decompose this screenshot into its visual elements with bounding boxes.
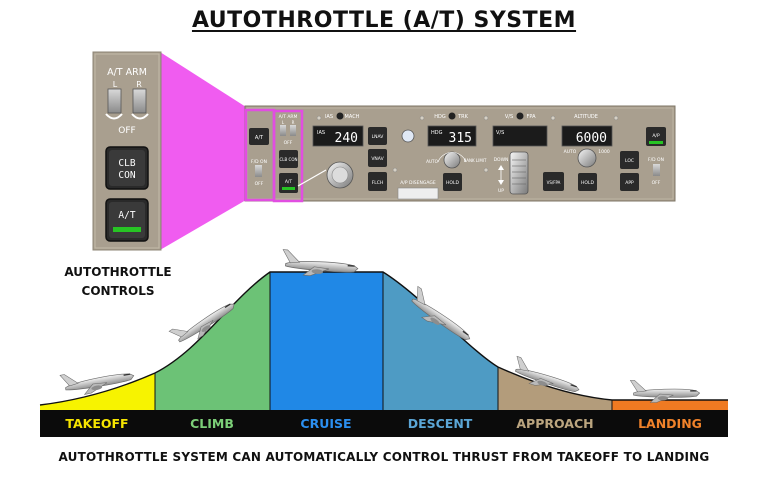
svg-text:F/D ON: F/D ON (251, 159, 267, 165)
phase-area-descent (383, 272, 498, 410)
vs-thumbwheel[interactable] (509, 151, 529, 195)
svg-text:APP: APP (625, 180, 634, 186)
vs-fpa-selector[interactable] (516, 112, 524, 120)
phase-label-landing: LANDING (638, 416, 702, 431)
flch-button[interactable] (368, 172, 387, 191)
mcp-at-arm-switch-right[interactable] (290, 125, 296, 136)
svg-text:A/P DISENGAGE: A/P DISENGAGE (400, 180, 436, 186)
zoom-at-engaged-light (113, 227, 141, 232)
at-controls-highlight (272, 109, 304, 203)
alt-hold-button[interactable] (578, 173, 597, 191)
vnav-button[interactable] (368, 149, 387, 167)
zoom-right-label: R (136, 80, 142, 89)
svg-text:LOC: LOC (625, 158, 634, 164)
svg-text:FPA: FPA (527, 114, 537, 120)
svg-text:1000: 1000 (598, 149, 610, 155)
ias-mach-selector[interactable] (336, 112, 344, 120)
flight-profile: TAKEOFF CLIMB CRUISE DESCENT APPROACH LANDING (39, 248, 728, 437)
svg-text:IAS: IAS (325, 114, 333, 120)
svg-text:AUTO: AUTO (426, 159, 438, 164)
svg-text:A/T: A/T (255, 135, 264, 141)
svg-text:TRK: TRK (457, 114, 469, 120)
altitude-value: 6000 (576, 131, 607, 146)
svg-text:V/S: V/S (505, 114, 513, 120)
svg-text:LNAV: LNAV (372, 134, 385, 140)
svg-text:AUTO: AUTO (564, 149, 577, 155)
svg-text:BANK LIMIT: BANK LIMIT (464, 158, 487, 163)
mcp-left-fd-switch[interactable] (255, 165, 262, 177)
svg-text:OFF: OFF (255, 181, 264, 187)
mcp-left-at-button[interactable] (249, 128, 269, 145)
mcp-at-arm-switch-left[interactable] (280, 125, 286, 136)
hdg-hold-button[interactable] (443, 173, 462, 191)
footer-caption: AUTOTHROTTLE SYSTEM CAN AUTOMATICALLY CO… (58, 450, 710, 464)
zoom-left-label: L (113, 80, 118, 89)
svg-text:ALTITUDE: ALTITUDE (574, 114, 598, 120)
svg-text:DOWN: DOWN (494, 157, 509, 163)
phase-label-descent: DESCENT (408, 416, 473, 431)
zoom-con-label: CON (118, 170, 135, 181)
zoom-at-arm-label: A/T ARM (107, 67, 147, 78)
zoom-off-label: OFF (118, 126, 135, 136)
ias-value: 240 (335, 131, 358, 146)
svg-text:A/P: A/P (652, 133, 660, 139)
phase-label-approach: APPROACH (516, 416, 593, 431)
svg-text:VS/FPA: VS/FPA (547, 180, 561, 185)
zoom-at-arm-switch-left[interactable] (107, 88, 122, 114)
phase-label-takeoff: TAKEOFF (65, 416, 128, 431)
svg-text:OFF: OFF (652, 180, 661, 186)
phase-area-climb (155, 272, 270, 410)
svg-text:OFF: OFF (284, 140, 293, 146)
phase-label-bar (40, 410, 728, 437)
svg-text:R: R (292, 120, 295, 125)
hdg-value: 315 (449, 131, 472, 146)
zoomed-at-panel: A/T ARM L R OFF CLB CON A/T (92, 51, 162, 251)
autothrottle-controls-caption: AUTOTHROTTLE CONTROLS (64, 265, 172, 298)
svg-text:L: L (282, 120, 285, 125)
phase-label-climb: CLIMB (190, 416, 234, 431)
svg-text:CLB CON: CLB CON (280, 157, 298, 162)
altitude-selector-knob[interactable] (577, 148, 597, 168)
zoom-clb-label: CLB (118, 158, 135, 169)
mode-control-panel: A/T F/D ON OFF A/T ARM L R OFF CLB CON A… (244, 105, 676, 203)
mcp-clb-con-button[interactable] (279, 150, 298, 168)
svg-text:F/D ON: F/D ON (648, 157, 664, 163)
zoom-at-label: A/T (118, 210, 135, 221)
svg-text:A/T: A/T (285, 179, 293, 185)
zoom-at-arm-switch-right[interactable] (132, 88, 147, 114)
hdg-trk-selector[interactable] (448, 112, 456, 120)
aircraft-landing (629, 379, 701, 404)
phase-area-landing (612, 400, 728, 410)
lnav-button[interactable] (368, 127, 387, 145)
svg-text:HOLD: HOLD (581, 180, 594, 186)
svg-text:A/T ARM: A/T ARM (279, 114, 298, 120)
svg-text:UP: UP (498, 188, 504, 194)
hdg-selector-knob[interactable] (443, 151, 461, 169)
loc-button[interactable] (620, 151, 639, 169)
app-button[interactable] (620, 173, 639, 191)
svg-text:V/S: V/S (496, 130, 504, 136)
svg-text:IAS: IAS (317, 130, 325, 136)
svg-text:HOLD: HOLD (446, 180, 459, 186)
zoom-projection (160, 52, 246, 250)
phase-area-cruise (270, 272, 383, 410)
autopilot-disengage-bar[interactable] (397, 187, 439, 200)
vs-display (492, 125, 548, 147)
master-light (401, 129, 415, 143)
svg-text:MACH: MACH (345, 114, 360, 120)
svg-text:HDG: HDG (431, 130, 443, 136)
svg-text:VNAV: VNAV (371, 156, 384, 162)
diagram-title: AUTOTHROTTLE (A/T) SYSTEM (191, 8, 577, 33)
phase-area-approach (498, 367, 612, 410)
right-fd-switch[interactable] (653, 164, 660, 176)
hdg-display (427, 125, 477, 147)
svg-text:FLCH: FLCH (372, 180, 384, 186)
vs-fpa-button[interactable] (543, 172, 564, 191)
phase-label-cruise: CRUISE (300, 416, 351, 431)
ias-display (312, 125, 364, 147)
svg-text:HDG: HDG (434, 114, 446, 120)
altitude-display (561, 125, 613, 147)
